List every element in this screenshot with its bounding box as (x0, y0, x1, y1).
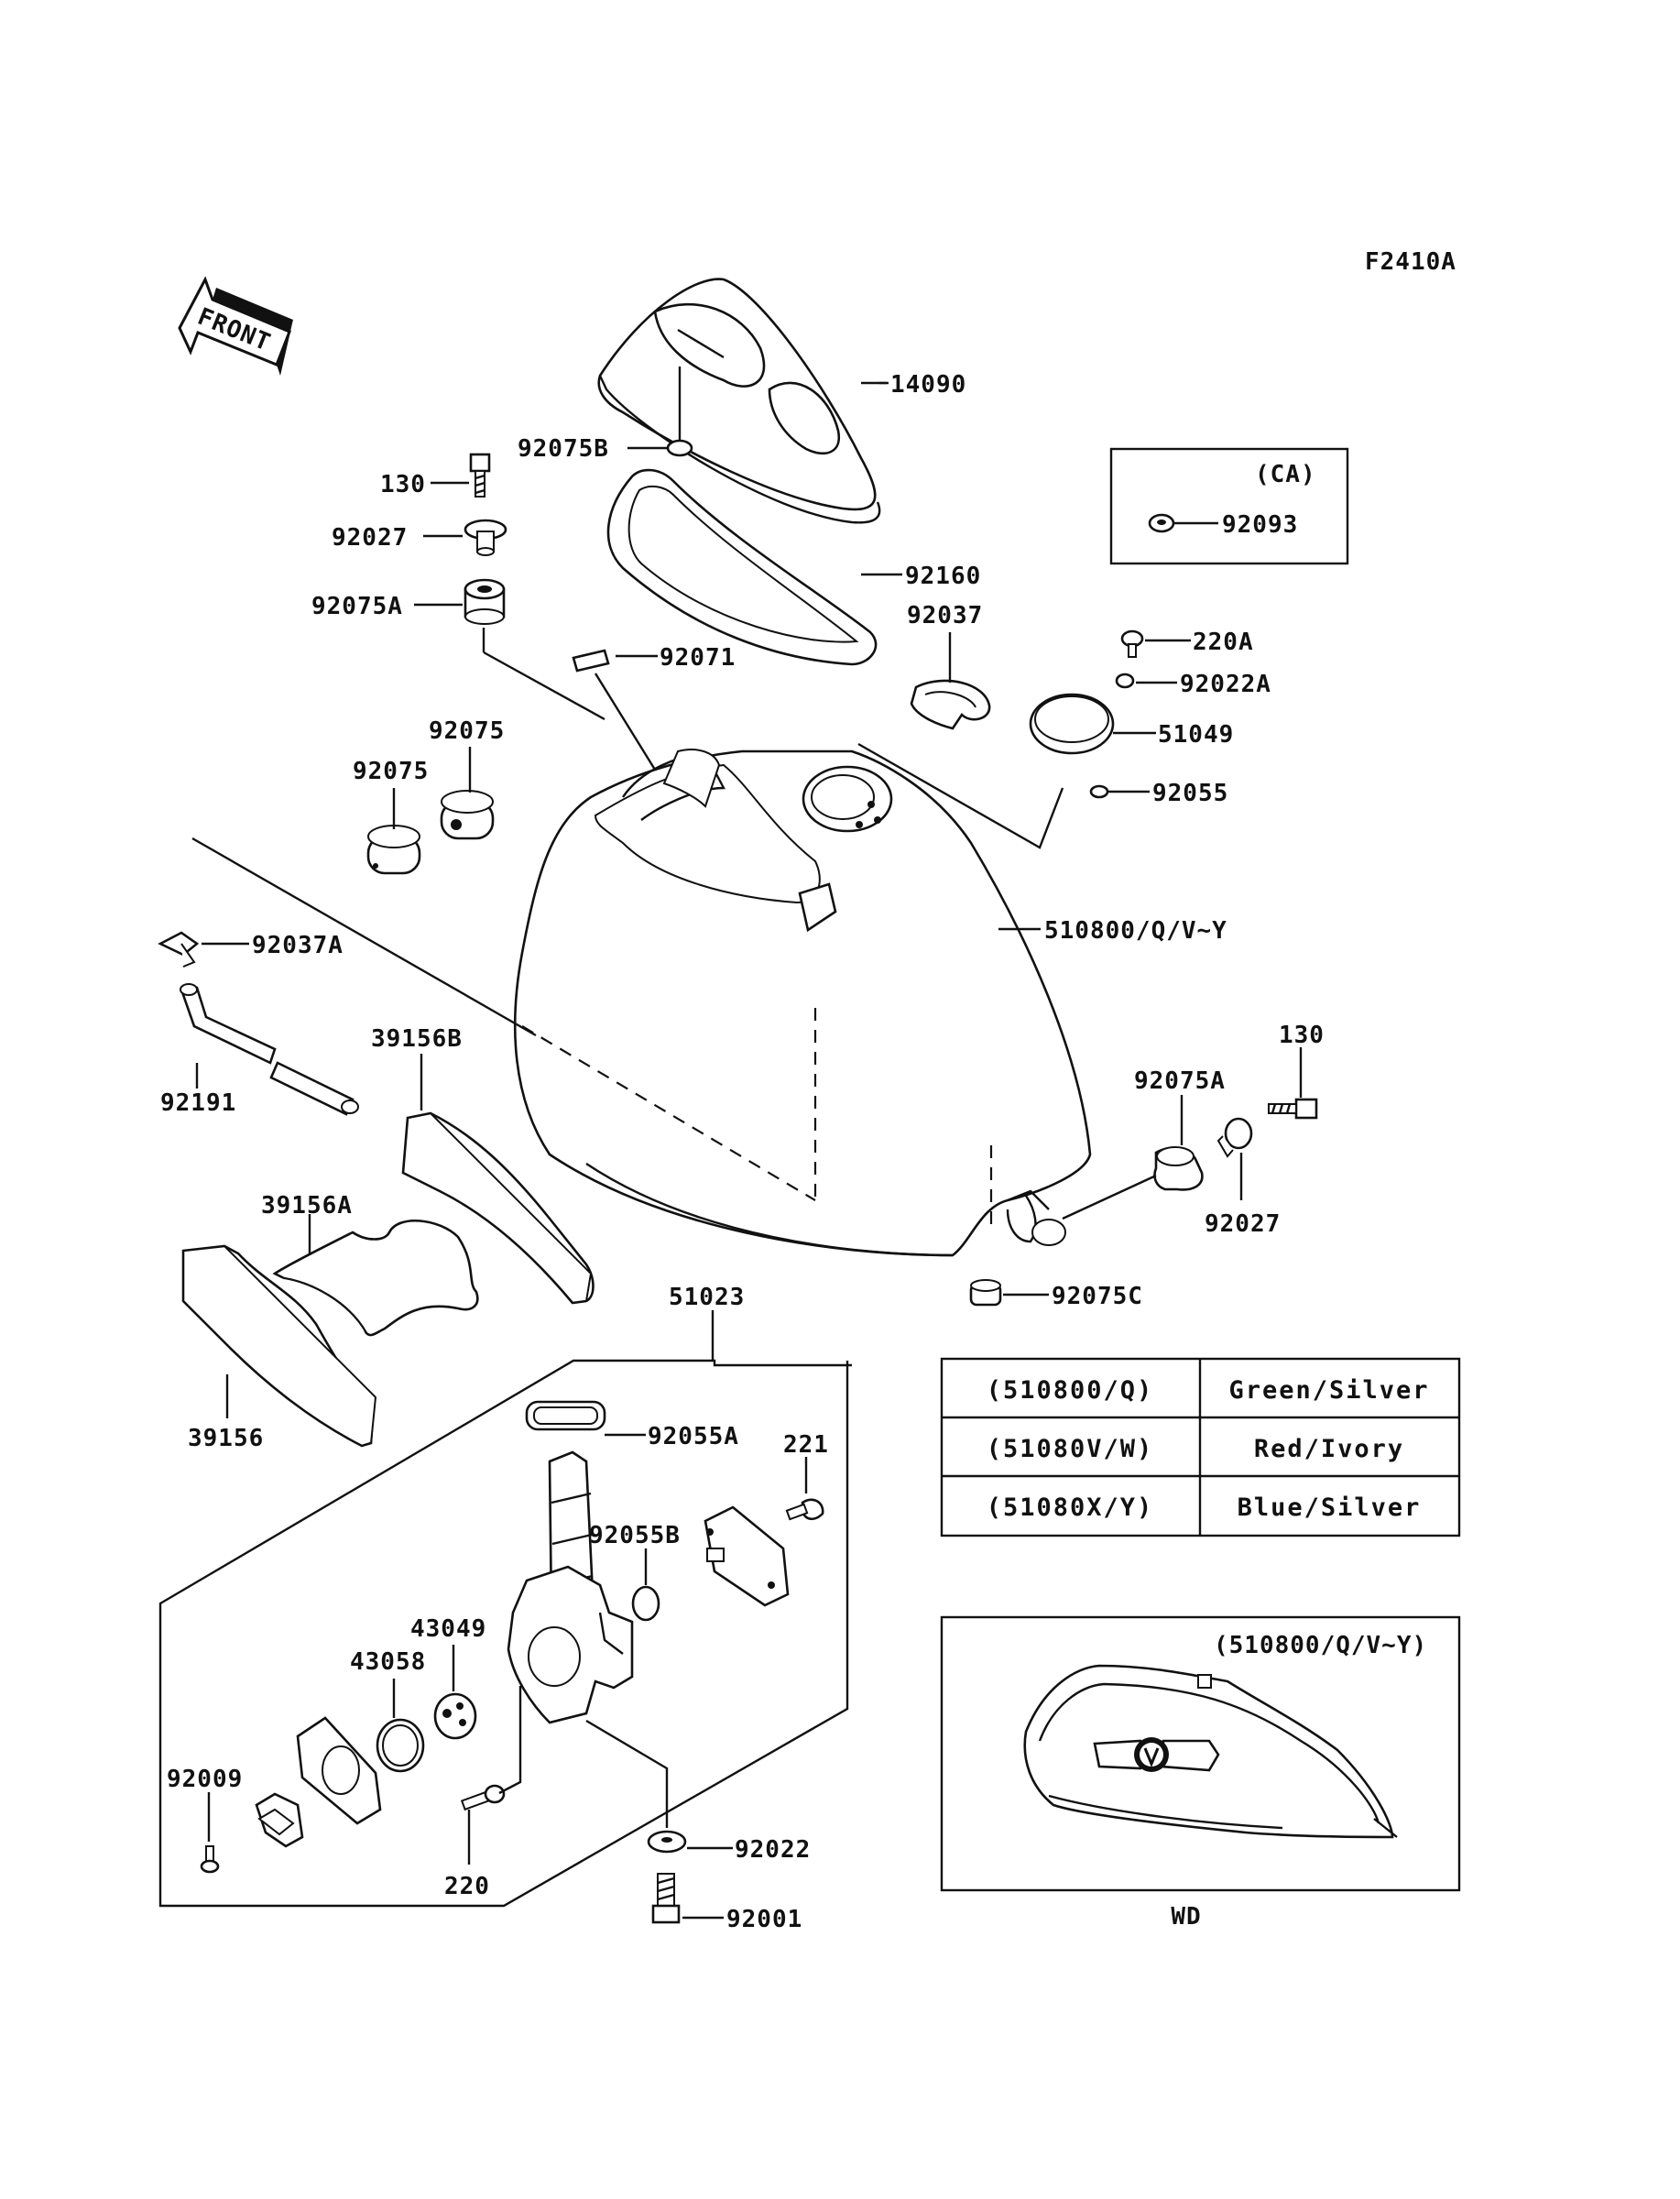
callout-130-right: 130 (1279, 1022, 1325, 1049)
valve-plate-part (296, 1716, 382, 1825)
rubber-92075-a-part (366, 825, 421, 875)
callout-92022a: 92022A (1180, 671, 1271, 698)
callout-92160: 92160 (905, 563, 981, 590)
screw-92009-part (200, 1845, 220, 1874)
pad-39156a-part (272, 1220, 479, 1337)
callout-92022: 92022 (735, 1836, 811, 1864)
screw-220-part (460, 1784, 506, 1811)
oring-92055-part (1089, 784, 1109, 799)
callout-92075-b: 92075 (429, 717, 505, 745)
table-row-color: Green/Silver (1228, 1376, 1429, 1405)
washer-92075b-part (666, 439, 693, 457)
bolt-130-right-part (1268, 1098, 1318, 1120)
callout-92075c: 92075C (1052, 1283, 1143, 1310)
callout-92037: 92037 (907, 602, 983, 629)
callout-220: 220 (444, 1873, 490, 1900)
rubber-92075-b-part (440, 790, 495, 840)
screw-220a-part (1120, 629, 1144, 658)
table-row-color: Red/Ivory (1254, 1435, 1404, 1463)
washer-92022a-part (1115, 673, 1135, 689)
grommet-92075a-top-part (464, 578, 506, 625)
callout-39156: 39156 (188, 1425, 264, 1452)
callout-51023: 51023 (669, 1284, 745, 1311)
fuel-tank-part (513, 749, 1092, 1257)
clip-92037a-part (158, 931, 200, 968)
inset-title: (510800/Q/V~Y) (1214, 1632, 1427, 1659)
collar-92027-top-part (464, 519, 507, 556)
callout-14090: 14090 (890, 371, 966, 399)
callout-92027-right: 92027 (1205, 1210, 1281, 1238)
table-row-color: Blue/Silver (1238, 1493, 1422, 1522)
fuel-cock-body-part (507, 1450, 634, 1724)
clamp-92037-part (910, 679, 991, 730)
callout-92075a-top: 92075A (311, 593, 403, 620)
ca-box-title: (CA) (1255, 461, 1316, 488)
callout-221: 221 (783, 1431, 829, 1459)
callout-39156b: 39156B (371, 1025, 463, 1053)
callout-92037a: 92037A (252, 932, 344, 959)
clip-92071-part (572, 649, 610, 673)
pad-39156-part (181, 1244, 377, 1448)
pad-39156b-part (401, 1111, 595, 1305)
callout-92075a-right: 92075A (1134, 1067, 1226, 1095)
washer-92022-part (647, 1830, 687, 1854)
callout-510800: 510800/Q/V~Y (1044, 917, 1227, 945)
table-row-code: (510800/Q) (987, 1376, 1154, 1405)
grommet-92075a-right-part (1153, 1146, 1204, 1191)
table-row-code: (51080V/W) (987, 1435, 1154, 1463)
fuel-lever-part (255, 1792, 304, 1848)
hose-92191-part (180, 983, 359, 1116)
screw-221-part (785, 1498, 824, 1521)
callout-92055: 92055 (1152, 780, 1228, 807)
callout-39156a: 39156A (261, 1192, 353, 1220)
dash-cover-part (597, 278, 881, 524)
oring-92055b-part (631, 1585, 660, 1622)
gasket-92160-part (606, 468, 878, 666)
inset-box (940, 1615, 1461, 1892)
ca-box (1109, 447, 1349, 565)
table-row-code: (51080X/Y) (987, 1493, 1154, 1522)
gasket-92055a-part (525, 1400, 606, 1431)
callout-43049: 43049 (410, 1615, 486, 1643)
collar-92027-right-part (1216, 1117, 1253, 1158)
fuel-cock-assembly-box (158, 1359, 852, 1908)
bolt-130-top-part (469, 453, 491, 498)
color-table: (510800/Q) Green/Silver (51080V/W) Red/I… (940, 1357, 1461, 1537)
cap-51049-part (1029, 693, 1115, 755)
callout-43058: 43058 (350, 1648, 426, 1676)
callout-130-top: 130 (380, 471, 426, 498)
callout-92055b: 92055B (589, 1522, 681, 1549)
rubber-92075c-part (969, 1279, 1002, 1307)
callout-220a: 220A (1193, 629, 1254, 656)
figure-code: F2410A (1365, 248, 1456, 276)
callout-92075-a: 92075 (353, 758, 429, 785)
gasket-43049-part (433, 1692, 477, 1740)
callout-51049: 51049 (1158, 721, 1234, 749)
reserve-cover-part (704, 1505, 790, 1607)
tank-emblem-illustration (1023, 1664, 1398, 1839)
callout-92001: 92001 (726, 1906, 802, 1933)
front-arrow-icon: FRONT (178, 276, 293, 376)
callout-92027-top: 92027 (332, 524, 408, 552)
callout-92055a: 92055A (648, 1423, 739, 1450)
inset-caption: WD (1171, 1903, 1201, 1931)
callout-92009: 92009 (167, 1766, 243, 1793)
callout-92191: 92191 (160, 1089, 236, 1117)
callout-92075b: 92075B (518, 435, 609, 463)
callout-92071: 92071 (660, 644, 736, 672)
ca-box-part: 92093 (1222, 511, 1298, 539)
bolt-92001-part (651, 1873, 681, 1924)
